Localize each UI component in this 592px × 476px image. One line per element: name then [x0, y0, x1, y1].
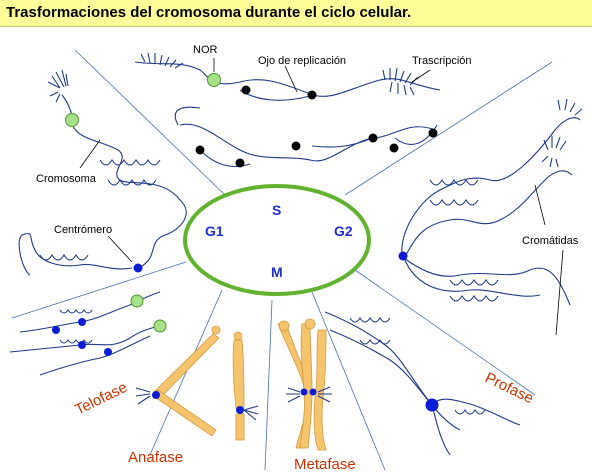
centromere-anaphase — [236, 406, 244, 414]
replication-fork-dot — [235, 158, 245, 168]
centromere-metaphase — [300, 388, 308, 396]
centromere-telophase — [104, 348, 112, 356]
nor-region — [207, 73, 221, 87]
centromere-telophase — [52, 326, 60, 334]
prophase-label: Profase — [482, 369, 536, 407]
replication-forks — [195, 85, 438, 168]
prophase-chromatin — [324, 311, 521, 456]
page-title: Trasformaciones del cromosoma durante el… — [6, 4, 412, 21]
replication-fork-dot — [241, 85, 251, 95]
replication-fork-dot — [307, 90, 317, 100]
centromere-g1 — [133, 263, 143, 273]
centromere-anaphase — [152, 391, 160, 399]
metaphase-label: Metafase — [294, 456, 356, 473]
replication-eye-label: Ojo de replicación — [258, 55, 346, 67]
centromere-metaphase — [309, 388, 317, 396]
anaphase-chromosomes — [135, 325, 259, 441]
metaphase-chromatid — [313, 329, 327, 451]
anaphase-chromatid-arm — [153, 333, 220, 399]
nor-region-telophase — [130, 294, 144, 308]
replication-chromatin — [134, 61, 441, 168]
centromere-prophase — [425, 398, 439, 412]
phase-s-label: S — [272, 202, 281, 218]
title-bar: Trasformaciones del cromosoma durante el… — [0, 0, 592, 27]
g2-chromatids — [401, 98, 583, 306]
phase-m-label: M — [271, 264, 283, 280]
replication-fork-dot — [428, 128, 438, 138]
transcription-label: Trascripción — [412, 55, 472, 67]
transcription-fan-left — [140, 52, 184, 69]
centromere-label: Centrómero — [54, 224, 112, 236]
chromosome-label: Cromosoma — [36, 173, 97, 185]
g1-chromatin — [18, 69, 187, 276]
chromatids-label: Cromátidas — [522, 235, 579, 247]
centromere-telophase — [78, 341, 86, 349]
telophase-chromosomes — [9, 291, 167, 376]
replication-fork-dot — [291, 141, 301, 151]
cell-cycle-ring — [183, 184, 371, 296]
anaphase-chromatid-arm — [235, 413, 245, 441]
replication-fork-dot — [368, 133, 378, 143]
phase-g2-label: G2 — [334, 223, 353, 239]
anaphase-chromatid-arm — [232, 339, 245, 409]
centromere-telophase — [78, 318, 86, 326]
metaphase-chromosomes — [277, 318, 332, 451]
replication-fork-dot — [195, 145, 205, 155]
nor-region-g1 — [65, 113, 79, 127]
anaphase-label: Anafase — [128, 449, 183, 466]
replication-fork-dot — [389, 143, 399, 153]
sector-dividers — [11, 49, 553, 471]
nor-label: NOR — [193, 44, 218, 56]
nor-region-telophase — [153, 319, 167, 333]
phase-g1-label: G1 — [205, 223, 224, 239]
metaphase-chromatid — [299, 323, 313, 449]
centromere-g2 — [398, 251, 408, 261]
telophase-label: Telofase — [72, 379, 130, 419]
